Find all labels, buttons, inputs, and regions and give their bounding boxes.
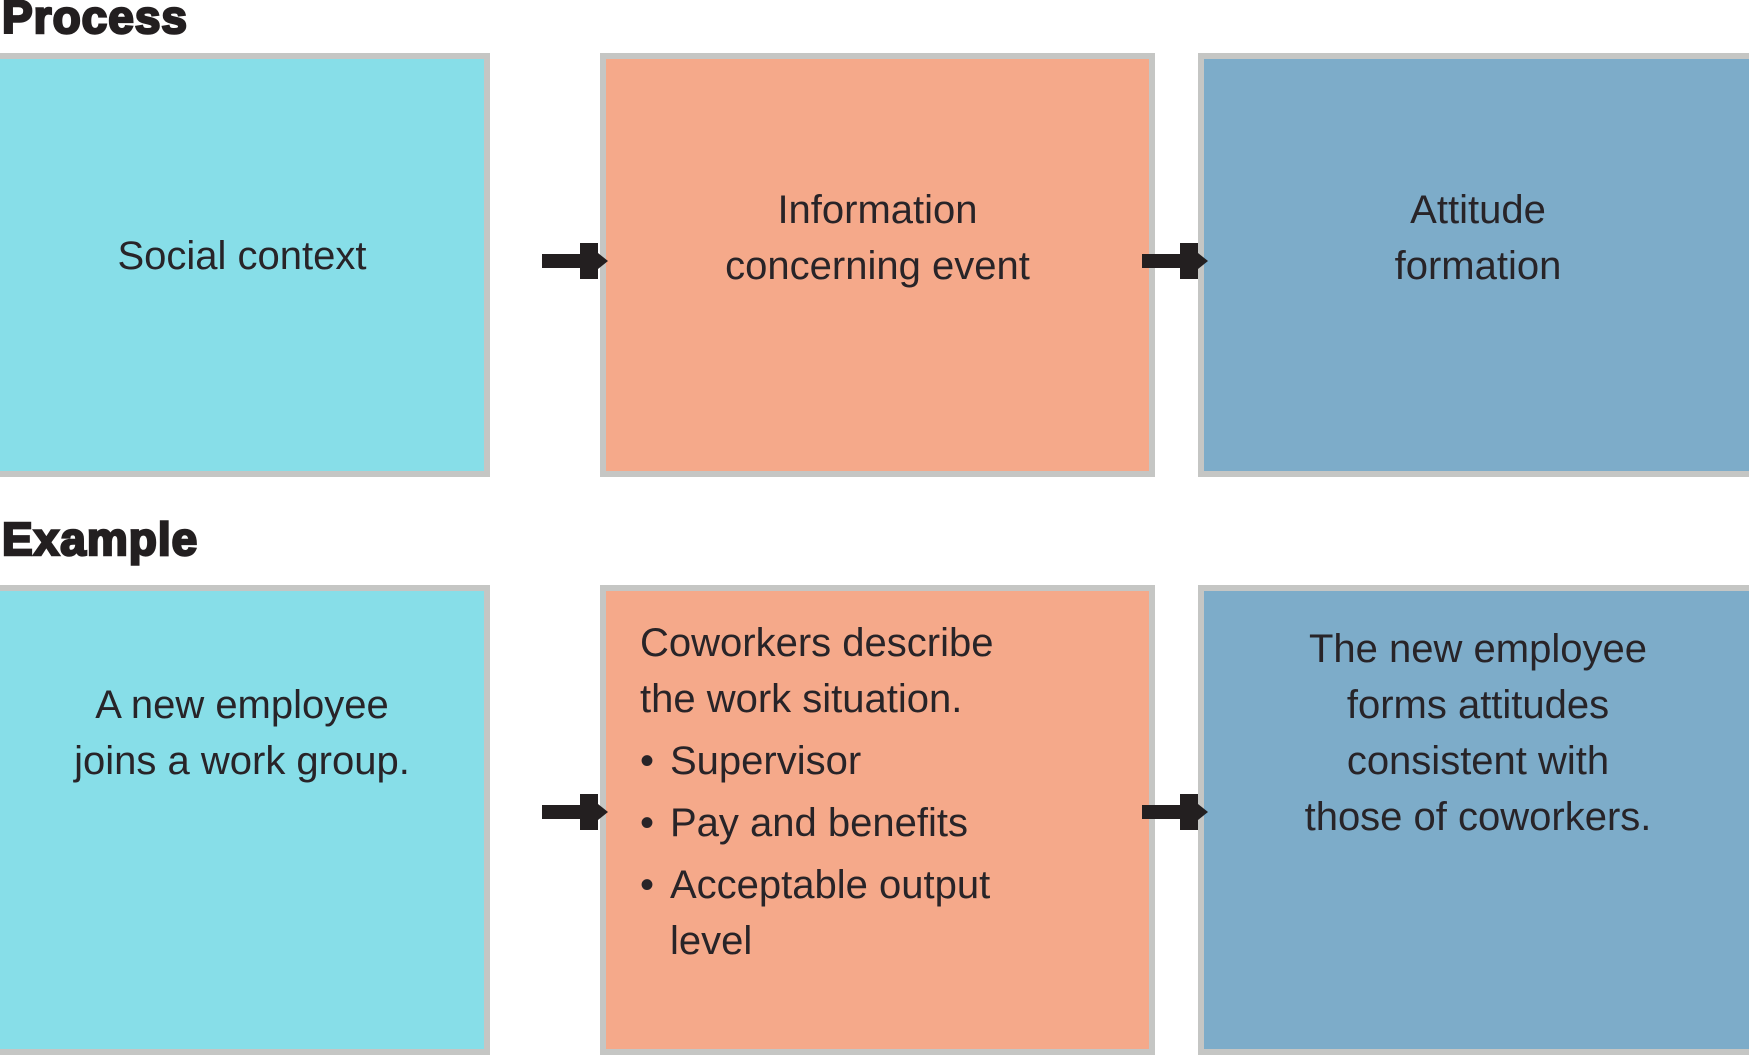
process-box-attitude-formation: Attitude formation bbox=[1198, 53, 1749, 477]
example-box-new-employee-text: A new employee joins a work group. bbox=[74, 683, 410, 783]
right-arrow-icon bbox=[1142, 792, 1208, 832]
example-box-attitudes-consistent: The new employee forms attitudes consist… bbox=[1198, 585, 1749, 1055]
process-row-label: Process bbox=[1, 0, 189, 44]
bullet-text-pay-and-benefits: Pay and benefits bbox=[670, 801, 968, 845]
example-box-attitudes-consistent-text: The new employee forms attitudes consist… bbox=[1304, 627, 1652, 839]
example-row-label: Example bbox=[1, 512, 199, 567]
example-box-coworkers-describe: Coworkers describe the work situation. •… bbox=[600, 585, 1155, 1055]
process-box-social-context: Social context bbox=[0, 53, 490, 477]
right-arrow-icon bbox=[542, 241, 608, 281]
process-box-social-context-text: Social context bbox=[117, 234, 367, 278]
right-arrow-icon bbox=[542, 792, 608, 832]
process-box-attitude-formation-text: Attitude formation bbox=[1394, 187, 1562, 288]
process-box-information-event: Information concerning event bbox=[600, 53, 1155, 477]
bullet-text-supervisor: Supervisor bbox=[670, 739, 862, 783]
process-box-information-event-text: Information concerning event bbox=[725, 187, 1030, 288]
list-item: • Acceptable output level bbox=[640, 857, 1131, 969]
bullet-text-acceptable-output-level: Acceptable output level bbox=[670, 863, 991, 963]
bullet-icon: • bbox=[640, 739, 655, 783]
list-item: • Pay and benefits bbox=[640, 795, 1131, 851]
bullet-icon: • bbox=[640, 801, 655, 845]
right-arrow-icon bbox=[1142, 241, 1208, 281]
example-box-coworkers-intro-text: Coworkers describe the work situation. bbox=[640, 621, 994, 721]
list-item: • Supervisor bbox=[640, 733, 1131, 789]
example-box-new-employee: A new employee joins a work group. bbox=[0, 585, 490, 1055]
bullet-icon: • bbox=[640, 863, 655, 907]
